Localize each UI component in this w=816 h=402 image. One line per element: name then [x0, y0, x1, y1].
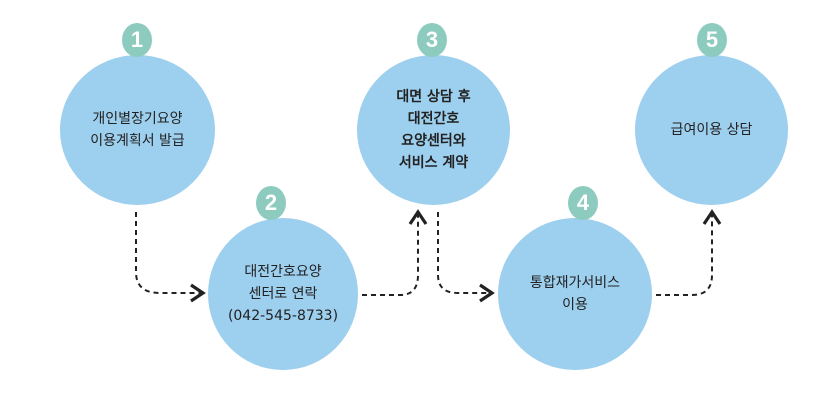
step-5-badge: 5	[697, 23, 727, 57]
step-2-circle: 대전간호요양 센터로 연락 (042-545-8733)	[208, 218, 358, 370]
arrow-4-to-5	[656, 209, 722, 296]
step-4-text: 통합재가서비스 이용	[529, 275, 621, 313]
arrow-2-to-3	[362, 209, 428, 296]
step-1-text: 개인별장기요양 이용계획서 발급	[90, 111, 185, 149]
step-4-badge: 4	[568, 186, 598, 220]
step-5-circle: 급여이용 상담	[635, 55, 788, 205]
step-1-badge: 1	[122, 23, 152, 57]
arrow-1-to-2	[135, 212, 206, 303]
arrow-3-to-4	[437, 212, 495, 303]
step-2-text: 대전간호요양 센터로 연락 (042-545-8733)	[227, 264, 339, 324]
step-3-text: 대면 상담 후 대전간호 요양센터와 서비스 계약	[396, 89, 471, 171]
step-1-circle: 개인별장기요양 이용계획서 발급	[60, 55, 215, 205]
step-4-circle: 통합재가서비스 이용	[498, 218, 652, 370]
step-3-circle: 대면 상담 후 대전간호 요양센터와 서비스 계약	[357, 55, 510, 205]
step-3-badge: 3	[417, 23, 447, 57]
step-5-text: 급여이용 상담	[670, 122, 753, 138]
step-2-badge: 2	[256, 186, 286, 220]
